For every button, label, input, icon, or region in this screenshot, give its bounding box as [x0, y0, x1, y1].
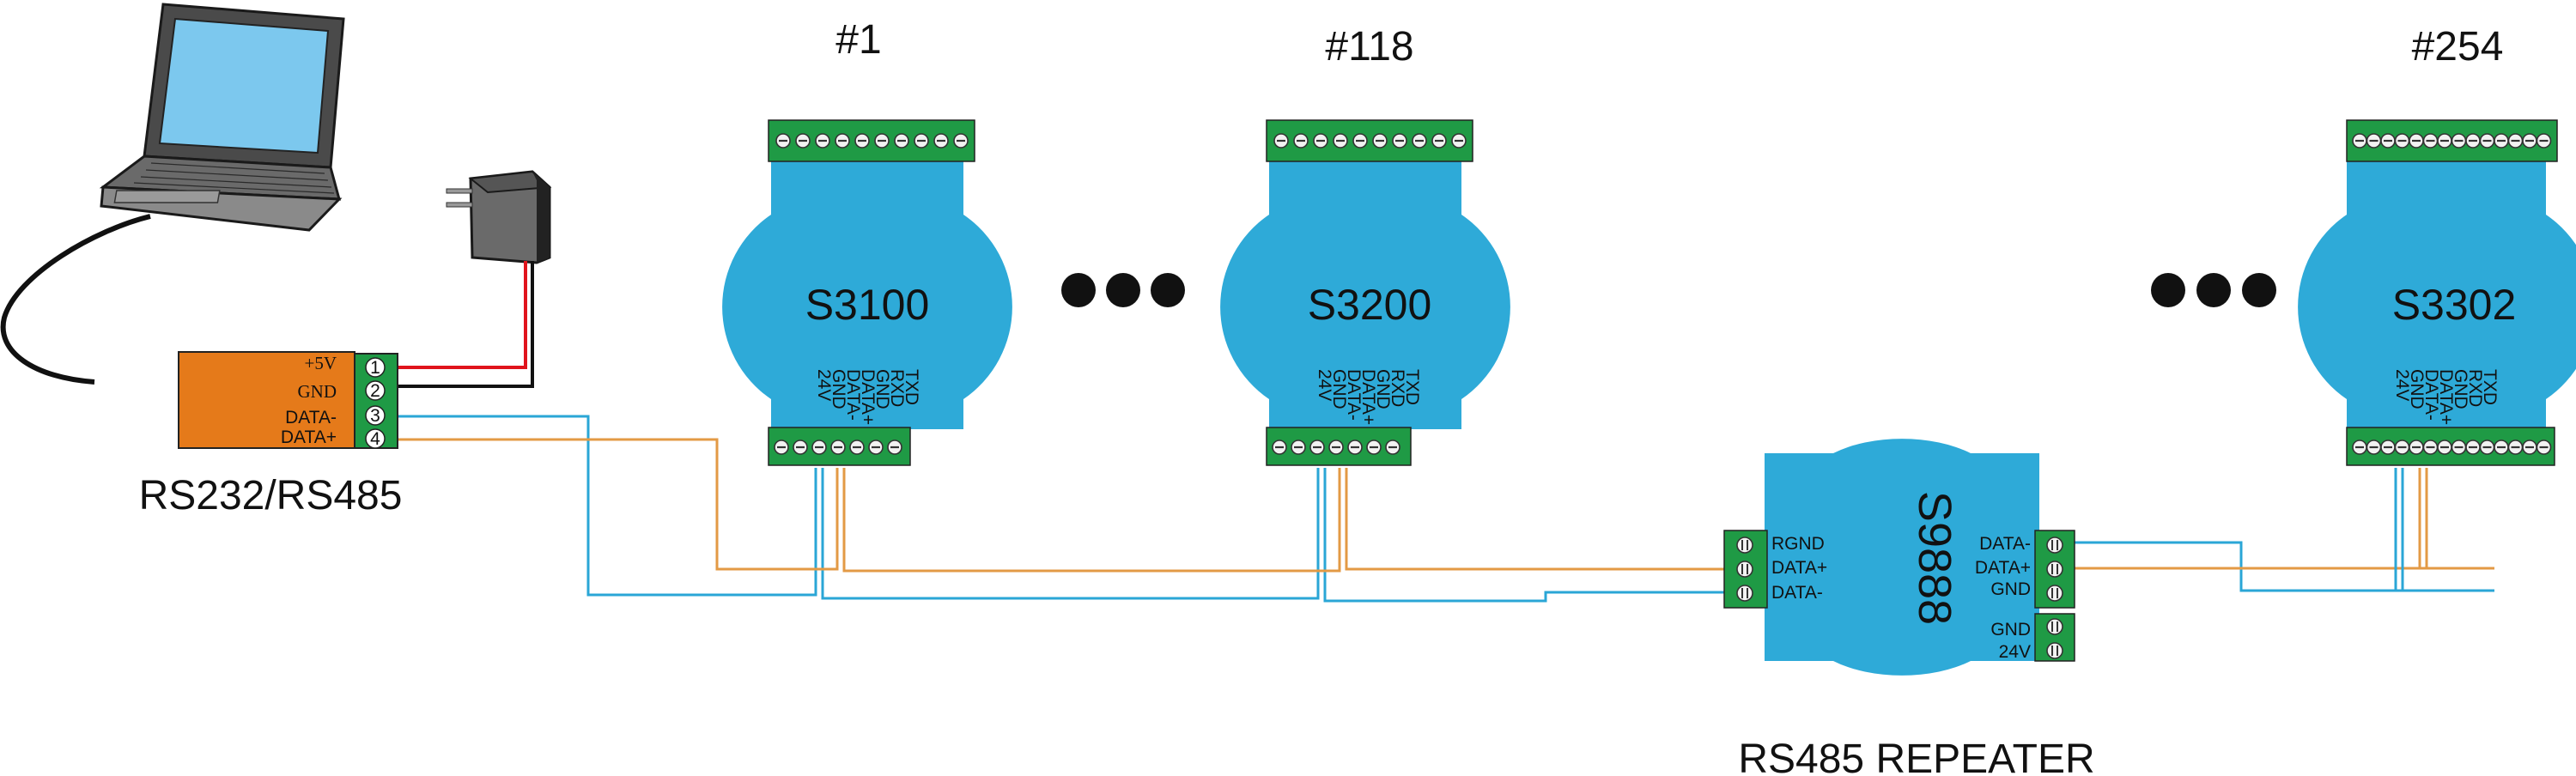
module-s3302: #254 S3302 TXD RXD GND DATA+ DATA- GND 2…: [2298, 24, 2576, 466]
repeater-left-pin-data-minus: DATA-: [1771, 583, 1823, 603]
module-s3100: #1 S3100 TXD RXD GND DATA+ DATA- GND 24V: [722, 17, 1012, 466]
module-1-pin-gnd-2: GND: [829, 369, 848, 409]
converter-pin-number-4: 4: [370, 429, 380, 449]
module-3-pin-gnd-2: GND: [2407, 369, 2427, 409]
module-2-pin-gnd-2: GND: [1329, 369, 1349, 409]
power-adapter-icon: [446, 170, 552, 264]
module-2-pin-data-minus: DATA-: [1344, 369, 1364, 421]
module-1-pin-txd: TXD: [902, 369, 921, 405]
module-model-3: S3302: [2392, 281, 2517, 329]
repeater-left-pin-data-plus: DATA+: [1771, 558, 1827, 578]
converter-pin-3-label: DATA-: [285, 408, 337, 427]
module-s3200: #118 S3200 TXD RXD GND DATA+ DATA- GND 2…: [1220, 24, 1510, 466]
module-3-pin-data-minus: DATA-: [2421, 369, 2441, 421]
converter-pin-number-1: 1: [370, 358, 380, 378]
repeater-power-pin-24v: 24V: [1999, 642, 2031, 662]
ellipsis-dots-right: [2151, 273, 2276, 307]
repeater-label: RS485 REPEATER: [1738, 737, 2094, 776]
rs485-repeater: S9888 RGND DATA+ DATA- DATA- DATA+ GND G…: [1723, 439, 2095, 776]
converter-pin-1-label: +5V: [304, 353, 337, 373]
laptop-icon: [0, 3, 345, 385]
module-2-pin-data-plus: DATA+: [1358, 369, 1378, 425]
module-address-118: #118: [1325, 24, 1413, 70]
module-3-pin-24v: 24V: [2392, 369, 2412, 401]
module-3-pin-txd: TXD: [2480, 369, 2500, 405]
module-1-pin-data-plus: DATA+: [858, 369, 878, 425]
module-2-pin-gnd: GND: [1373, 369, 1393, 409]
converter-pin-2-label: GND: [298, 381, 337, 402]
converter-pin-number-3: 3: [370, 406, 380, 426]
module-address-1: #1: [835, 17, 881, 63]
repeater-right-pin-data-minus: DATA-: [1979, 534, 2031, 554]
module-3-pin-labels: TXD RXD GND DATA+ DATA- GND 24V: [2392, 369, 2500, 425]
ellipsis-dots-left: [1061, 273, 1185, 307]
terminal-screws: [773, 132, 2552, 659]
module-2-pin-txd: TXD: [1402, 369, 1422, 405]
converter-pin-number-2: 2: [370, 381, 380, 401]
module-3-pin-data-plus: DATA+: [2436, 369, 2456, 425]
converter-pin-4-label: DATA+: [281, 427, 337, 447]
converter-pin-numbers: 1 2 3 4: [365, 357, 386, 449]
repeater-left-pin-rgnd: RGND: [1771, 534, 1825, 554]
module-2-pin-labels: TXD RXD GND DATA+ DATA- GND 24V: [1315, 369, 1422, 425]
repeater-right-pin-gnd: GND: [1990, 579, 2031, 599]
module-1-pin-24v: 24V: [814, 369, 834, 401]
repeater-power-pin-gnd: GND: [1990, 620, 2031, 640]
repeater-model: S9888: [1909, 491, 1960, 625]
module-3-pin-rxd: RXD: [2465, 369, 2485, 407]
module-1-pin-data-minus: DATA-: [843, 369, 863, 421]
module-address-254: #254: [2412, 24, 2504, 70]
rs232-rs485-converter: +5V GND DATA- DATA+ 1 2 3 4 RS232/RS485: [139, 351, 403, 518]
module-2-pin-24v: 24V: [1315, 369, 1334, 401]
module-2-pin-rxd: RXD: [1388, 369, 1407, 407]
repeater-right-pin-data-plus: DATA+: [1975, 558, 2031, 578]
module-model-1: S3100: [805, 281, 930, 329]
module-3-pin-gnd: GND: [2451, 369, 2470, 409]
module-1-pin-labels: TXD RXD GND DATA+ DATA- GND 24V: [814, 369, 921, 425]
converter-label: RS232/RS485: [139, 473, 403, 518]
module-model-2: S3200: [1308, 281, 1432, 329]
module-1-pin-rxd: RXD: [887, 369, 907, 407]
module-1-pin-gnd: GND: [872, 369, 892, 409]
